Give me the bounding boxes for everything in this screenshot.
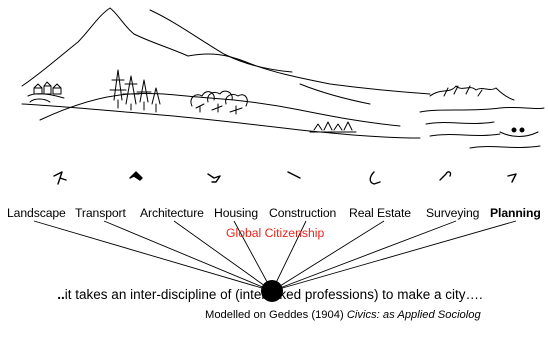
mountain-back-ridge [149,9,293,73]
orchard-icon [190,90,248,115]
profession-housing: Housing [214,206,259,220]
hillside-line [21,103,421,139]
connector-line [271,220,457,292]
citation-book: Civics: as Applied Sociolog [346,309,481,321]
connector-line [233,220,273,292]
connector-line [173,220,273,292]
bird-icon [53,171,67,185]
profession-transport: Transport [75,206,126,220]
forest-icon [109,69,161,113]
profession-planning: Planning [490,206,541,220]
sea-waves [419,106,545,149]
coastal-city-icon [429,85,515,101]
citation: Modelled on Geddes (1904) Civics: as App… [205,309,548,321]
profession-real-estate: Real Estate [349,206,411,220]
animal-icon [129,171,143,181]
citation-prefix: Modelled on Geddes (1904) [205,309,347,321]
landscape-sketch [21,7,545,185]
hook-icon [369,171,381,185]
connector-line [271,220,385,292]
tagline: ..it takes an inter-discipline of (inter… [57,287,482,302]
ground-line [29,98,51,103]
connector-line [271,220,517,292]
profession-surveying: Surveying [426,206,480,220]
bird-icon [207,173,221,183]
center-label: Global Citizenship [226,226,325,240]
hub-node [261,280,283,302]
mountain-slope-fine [299,83,371,105]
icon-row [53,171,517,185]
bird-icon [507,173,517,183]
profession-construction: Construction [269,206,337,220]
tagline-lead: .. [57,287,65,302]
connector-line [103,220,273,292]
tagline-text: it takes an inter-discipline of (interli… [64,287,483,302]
connector-line [271,220,307,292]
mountain-ridge [21,7,431,95]
profession-landscape: Landscape [7,206,66,220]
village-icon [27,81,65,99]
profession-architecture: Architecture [140,206,204,220]
mountain-slope [39,92,401,127]
town-icon [309,121,357,133]
key-icon [439,171,452,181]
connector-line [33,220,273,292]
thread-icon [287,171,301,179]
boat-icon [499,127,539,137]
